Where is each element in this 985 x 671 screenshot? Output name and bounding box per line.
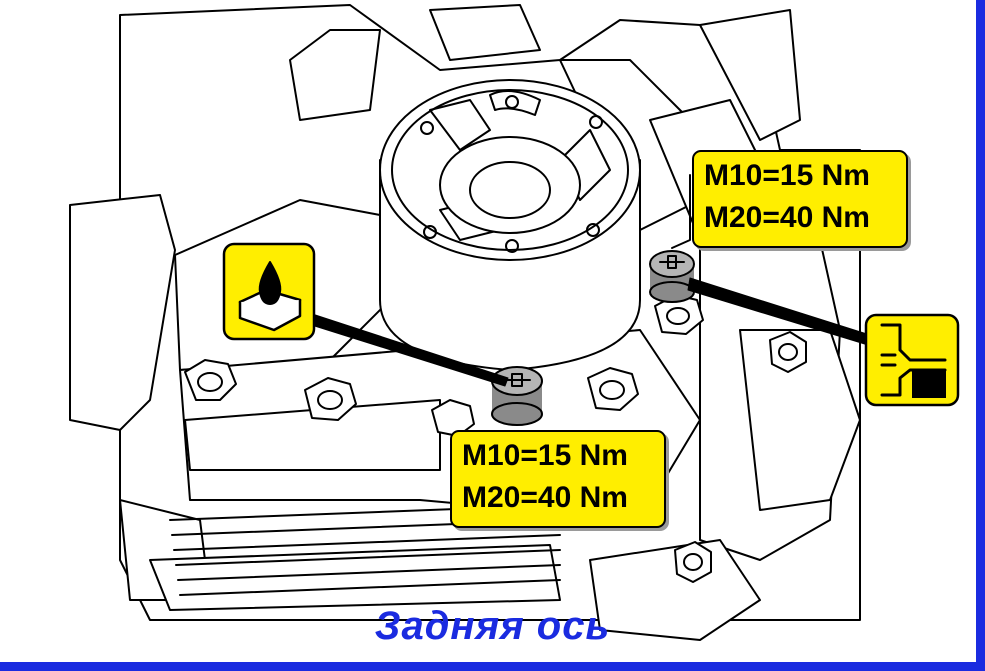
output-flange xyxy=(379,79,641,371)
torque-value-m20: M20=40 Nm xyxy=(704,201,870,234)
drain-plug-icon xyxy=(864,313,960,407)
diagram-caption: Задняя ось xyxy=(374,604,611,648)
torque-value-m10: M10=15 Nm xyxy=(462,439,628,472)
oil-fill-icon xyxy=(222,242,316,341)
frame-border-bottom xyxy=(0,662,985,671)
plug-upper xyxy=(649,250,695,303)
hex-bolts xyxy=(184,294,807,583)
torque-label-upper: M10=15 Nm M20=40 Nm xyxy=(692,150,908,248)
torque-value-m10: M10=15 Nm xyxy=(704,159,870,192)
plug-lower xyxy=(491,366,543,426)
torque-label-lower: M10=15 Nm M20=40 Nm xyxy=(450,430,666,528)
frame-border-right xyxy=(976,0,985,671)
torque-value-m20: M20=40 Nm xyxy=(462,481,628,514)
